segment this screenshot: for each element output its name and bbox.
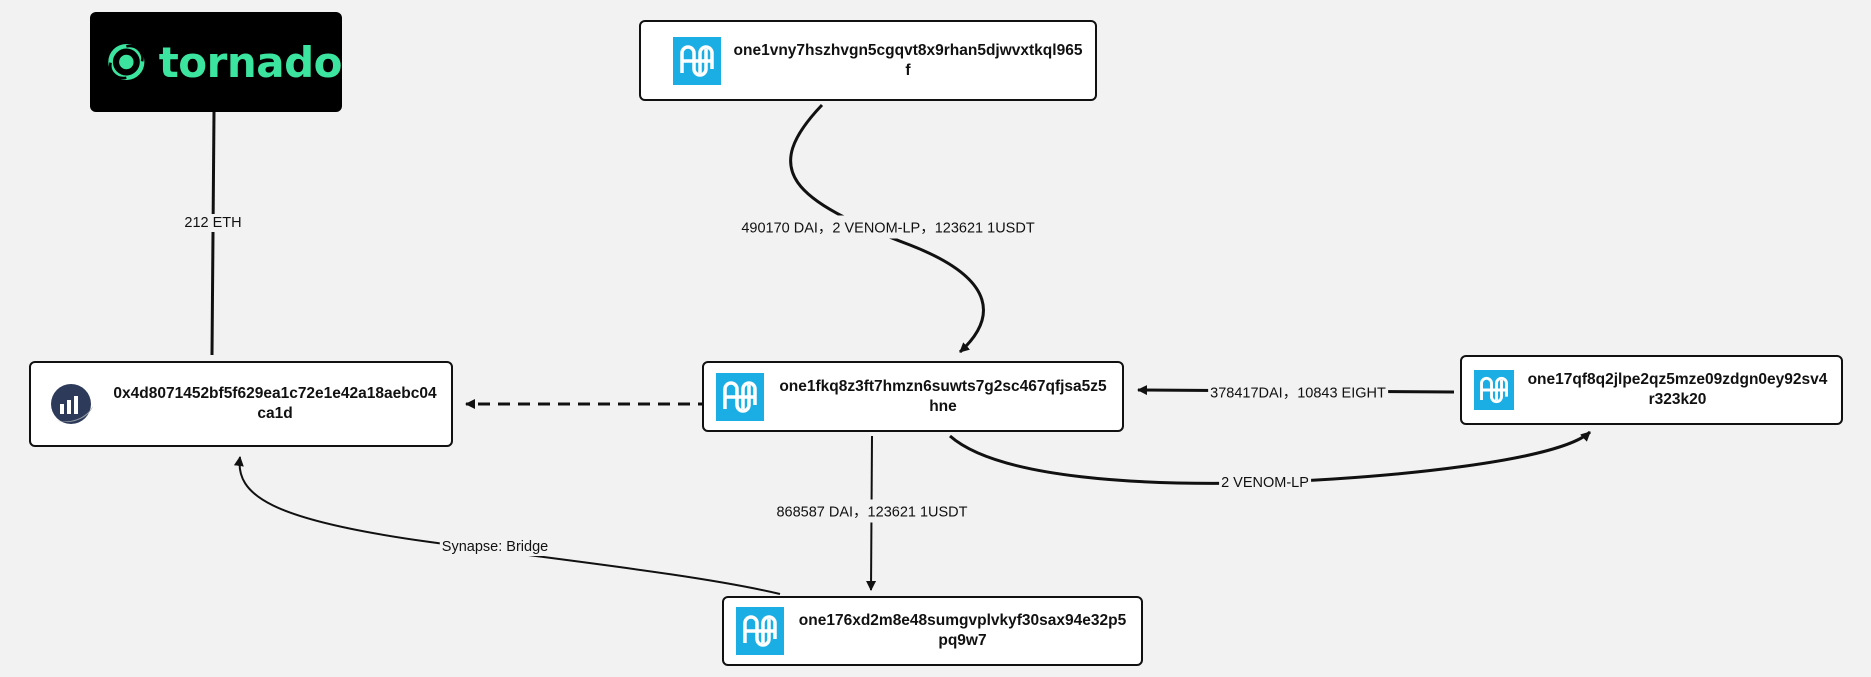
tornado-wordmark: tornado bbox=[158, 37, 343, 87]
address-label: one1vny7hszhvgn5cgqvt8x9rhan5djwvxtkql96… bbox=[733, 41, 1083, 79]
edge-bottom-to-left bbox=[233, 456, 781, 595]
address-label: 0x4d8071452bf5f629ea1c72e1e42a18aebc04ca… bbox=[113, 385, 437, 422]
edge-label-bottom-left: Synapse: Bridge bbox=[439, 538, 551, 556]
edge-label-tornado-left: 212 ETH bbox=[182, 214, 244, 232]
edge-label-right-center: 378417DAI，10843 EIGHT bbox=[1208, 380, 1388, 404]
edge-label-center-bottom: 868587 DAI，123621 1USDT bbox=[774, 499, 970, 523]
address-node-right[interactable]: one17qf8q2jlpe2qz5mze09zdgn0ey92sv4r323k… bbox=[1460, 355, 1843, 425]
edge-tornado-to-left bbox=[210, 111, 216, 356]
address-node-bottom[interactable]: one176xd2m8e48sumgvplvkyf30sax94e32p5pq9… bbox=[722, 596, 1143, 666]
address-label: one176xd2m8e48sumgvplvkyf30sax94e32p5pq9… bbox=[798, 612, 1127, 649]
address-label: one1fkq8z3ft7hmzn6suwts7g2sc467qfjsa5z5h… bbox=[779, 377, 1107, 415]
edge-top-to-center bbox=[789, 103, 985, 354]
harmony-icon bbox=[673, 36, 721, 85]
edge-label-top-center: 490170 DAI，2 VENOM-LP，123621 1USDT bbox=[739, 215, 1037, 239]
tornado-logo: tornado bbox=[90, 12, 343, 112]
harmony-icon bbox=[1474, 370, 1514, 410]
tornado-cash-icon bbox=[108, 43, 145, 81]
ethereum-address-icon bbox=[43, 376, 99, 432]
harmony-icon bbox=[736, 607, 784, 655]
edge-label-center-right: 2 VENOM-LP bbox=[1219, 474, 1311, 492]
address-label: one17qf8q2jlpe2qz5mze09zdgn0ey92sv4r323k… bbox=[1527, 371, 1828, 408]
address-node-left[interactable]: 0x4d8071452bf5f629ea1c72e1e42a18aebc04ca… bbox=[29, 361, 453, 447]
address-node-top[interactable]: one1vny7hszhvgn5cgqvt8x9rhan5djwvxtkql96… bbox=[639, 20, 1097, 101]
harmony-icon bbox=[716, 372, 764, 421]
address-node-center[interactable]: one1fkq8z3ft7hmzn6suwts7g2sc467qfjsa5z5h… bbox=[702, 361, 1124, 432]
